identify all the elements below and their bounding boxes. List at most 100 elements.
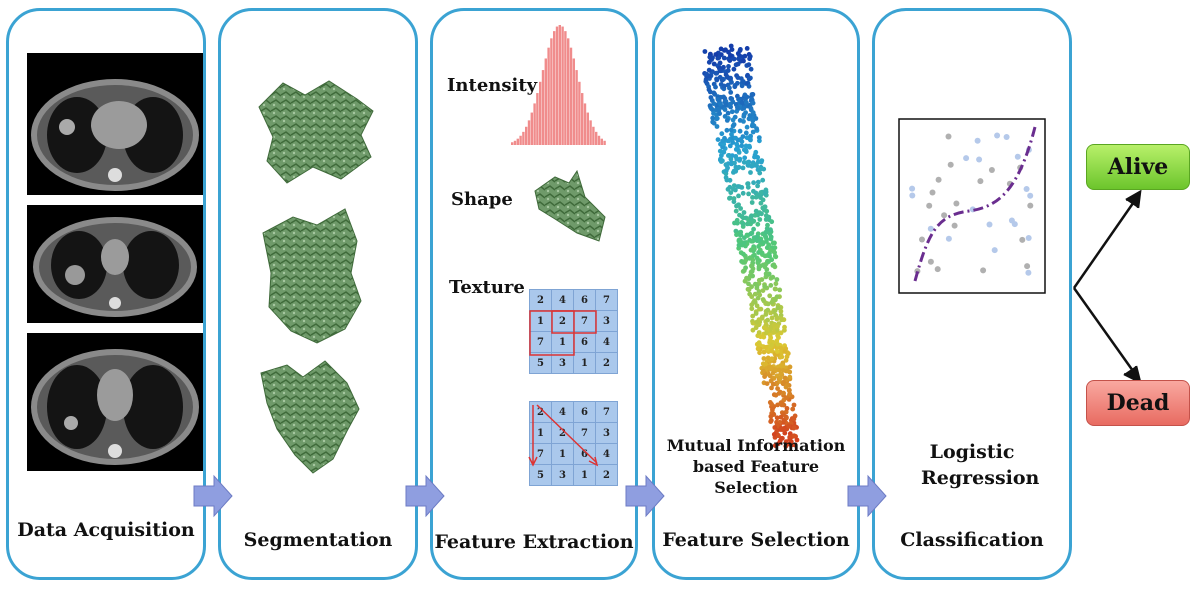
cloud-point [773,392,779,398]
cloud-point [763,271,769,277]
cloud-point [724,163,730,168]
cloud-point [718,101,723,107]
cloud-point [746,62,752,68]
cloud-point [741,251,746,257]
cloud-point [751,123,757,129]
cloud-point [729,109,735,115]
cloud-point [724,118,730,123]
cloud-point [765,307,771,313]
cloud-point [737,158,742,163]
histogram-bar [558,25,561,145]
cloud-point [775,324,780,329]
cloud-point [706,67,712,73]
cloud-point [756,135,762,140]
cloud-point [776,441,781,446]
cloud-point [730,117,736,123]
cloud-point [741,105,747,111]
cloud-point [761,368,766,374]
cloud-point [728,127,734,133]
cloud-point [791,425,797,431]
histogram-bar [586,112,589,145]
cloud-point [713,52,719,57]
cloud-point [769,401,774,407]
cloud-point [727,101,733,107]
shape-label: Shape [451,189,513,210]
cloud-point [782,324,787,330]
cloud-point [749,306,755,312]
cloud-point [731,66,737,72]
scatter-point [934,266,941,273]
scatter-point [1014,153,1021,160]
cloud-point [738,232,744,238]
cloud-point [746,143,752,149]
cloud-point [731,186,736,192]
cloud-point [784,406,790,411]
ct-scan-image [33,217,197,317]
cloud-point [778,375,783,381]
scatter-point [986,221,993,228]
histogram-bar [513,140,517,145]
cloud-point [758,200,764,206]
cloud-point [709,106,714,112]
cloud-point [769,356,775,362]
cloud-point [740,190,746,196]
cloud-point [727,85,732,91]
cloud-point [770,381,776,387]
histogram-bar [564,31,567,145]
outcome-alive: Alive [1086,144,1190,190]
cloud-point [752,252,757,258]
histogram-bar [527,120,531,145]
cloud-point [711,111,716,116]
cloud-point [741,114,747,119]
cloud-point [758,306,764,312]
cloud-point [776,433,781,439]
cloud-point [746,276,752,281]
cloud-point [748,231,753,237]
cloud-point [762,204,767,210]
cloud-point [782,375,788,381]
scatter-point [941,212,948,219]
cloud-point [778,414,784,420]
cloud-point [748,238,754,244]
scatter-point [909,192,916,199]
scatter-point [963,155,970,162]
cloud-point [770,240,776,246]
outcome-arrow-alive [1072,195,1140,289]
matrix-cell: 7 [595,401,618,423]
cloud-point [756,250,761,255]
stage-panel-selection: Mutual Information based Feature Selecti… [652,8,860,580]
matrix-cell: 3 [595,422,618,444]
cloud-point [726,153,731,158]
matrix-cell: 2 [551,310,574,332]
cloud-point [774,349,780,354]
cloud-point [731,56,737,62]
cloud-point [770,407,775,413]
scatter-point [991,247,998,254]
cloud-point [756,330,762,335]
cloud-point [731,196,737,201]
cloud-point [783,443,789,449]
cloud-point [711,90,717,96]
cloud-point [775,333,780,338]
cloud-point [750,273,755,279]
cloud-point [781,368,786,373]
cloud-point [714,124,720,129]
cloud-point [749,200,755,205]
cloud-point [753,311,759,316]
cloud-point [743,130,749,136]
cloud-point [750,118,756,124]
scatter-point [988,167,995,173]
cloud-point [735,184,741,189]
cloud-point [752,212,758,218]
histogram-bar [525,126,528,145]
cloud-point [769,299,775,305]
cloud-point [782,349,788,354]
cloud-point [751,226,756,232]
cloud-point [745,184,751,190]
matrix-cell: 1 [551,331,574,353]
feature-point-cloud [702,43,800,449]
histogram-bar [572,58,575,145]
feature-selection-method: Mutual Information based Feature Selecti… [666,436,846,497]
cloud-point [720,144,725,150]
